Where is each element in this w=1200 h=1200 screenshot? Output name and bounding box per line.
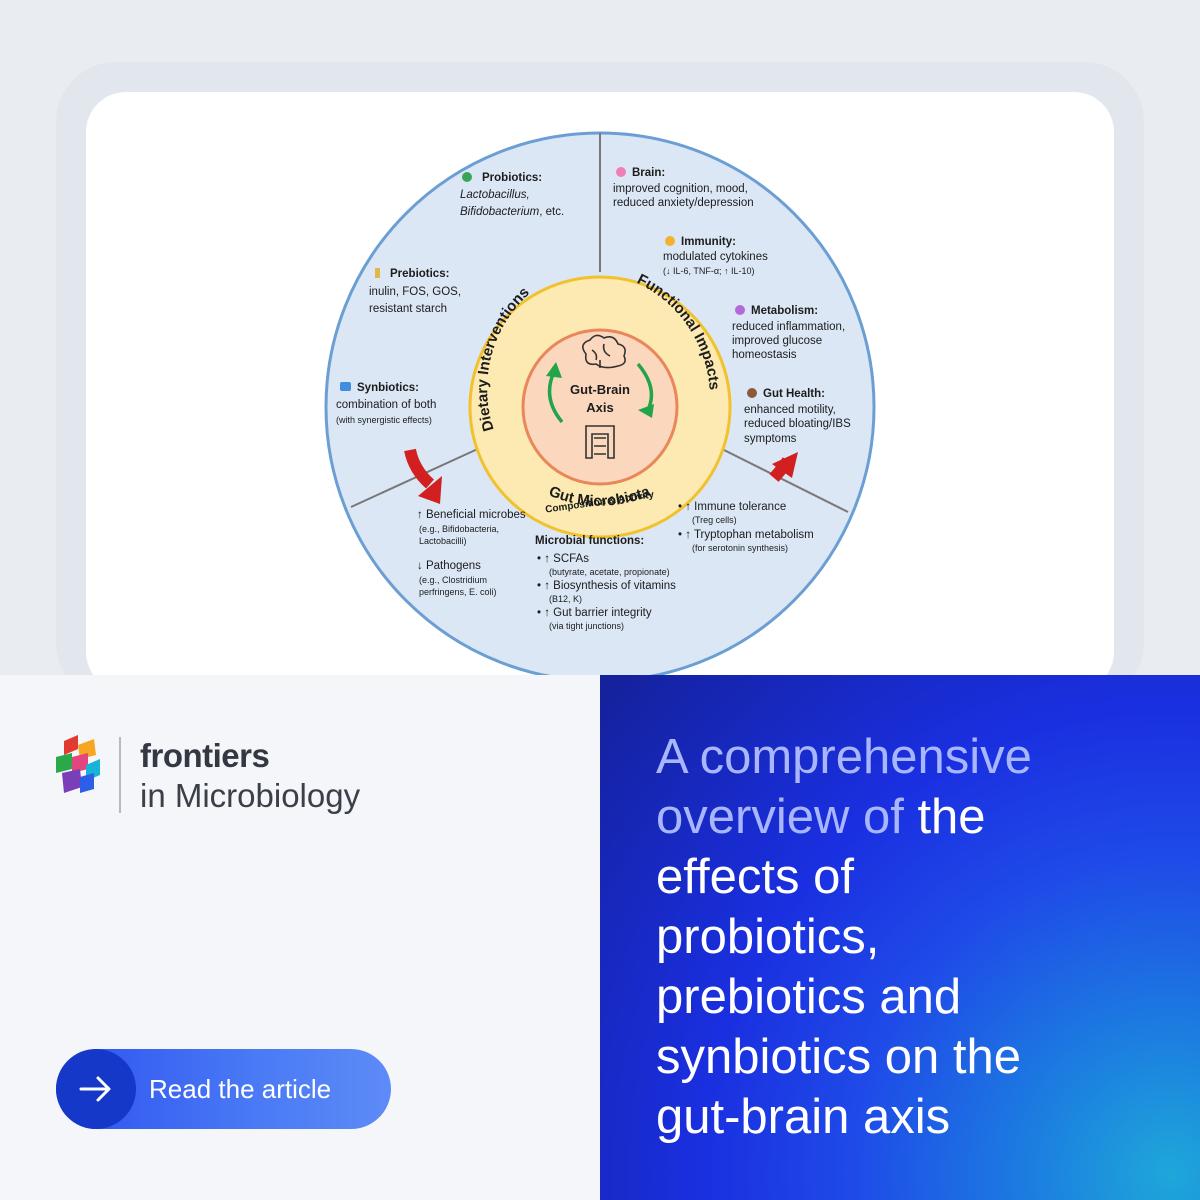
svg-text:(with synergistic effects): (with synergistic effects)	[336, 415, 432, 425]
brand-panel: frontiers in Microbiology Read the artic…	[0, 675, 600, 1200]
svg-text:• ↑ Gut barrier integrity: • ↑ Gut barrier integrity	[537, 607, 652, 619]
svg-text:• ↑ Immune tolerance: • ↑ Immune tolerance	[678, 501, 786, 513]
svg-text:(B12, K): (B12, K)	[549, 594, 582, 604]
frontiers-logo-icon	[56, 735, 100, 793]
svg-text:Synbiotics:: Synbiotics:	[357, 382, 419, 394]
svg-text:inulin, FOS, GOS,: inulin, FOS, GOS,	[369, 286, 461, 298]
probiotics-block: Probiotics: Lactobacillus, Bifidobacteri…	[460, 172, 564, 218]
microbial-functions-block: Microbial functions: • ↑ SCFAs (butyrate…	[535, 535, 676, 631]
beneficial-block: ↑ Beneficial microbes (e.g., Bifidobacte…	[417, 509, 526, 546]
svg-text:Immunity:: Immunity:	[681, 236, 736, 248]
svg-text:reduced inflammation,: reduced inflammation,	[732, 321, 845, 333]
svg-text:(↓ IL-6, TNF-α; ↑ IL-10): (↓ IL-6, TNF-α; ↑ IL-10)	[663, 266, 755, 276]
svg-text:improved glucose: improved glucose	[732, 335, 822, 347]
svg-text:Metabolism:: Metabolism:	[751, 305, 818, 317]
svg-text:• ↑ SCFAs: • ↑ SCFAs	[537, 553, 589, 565]
svg-text:(e.g., Clostridium: (e.g., Clostridium	[419, 575, 487, 585]
svg-text:Probiotics:: Probiotics:	[482, 172, 542, 184]
headline-line-4: probiotics,	[656, 910, 880, 964]
svg-text:symptoms: symptoms	[744, 433, 797, 445]
red-arrow-right-icon	[769, 452, 798, 482]
divider-right	[717, 446, 849, 513]
svg-text:Lactobacillus,: Lactobacillus,	[460, 189, 530, 201]
synbiotics-block: Synbiotics: combination of both (with sy…	[336, 382, 436, 425]
svg-text:reduced bloating/IBS: reduced bloating/IBS	[744, 418, 851, 430]
svg-text:Prebiotics:: Prebiotics:	[390, 268, 449, 280]
svg-text:homeostasis: homeostasis	[732, 349, 797, 361]
gut-health-block: Gut Health: enhanced motility, reduced b…	[744, 388, 851, 445]
headline-line-7: gut-brain axis	[656, 1090, 951, 1144]
svg-text:enhanced motility,: enhanced motility,	[744, 404, 836, 416]
arrow-right-icon	[56, 1049, 136, 1129]
logo-divider	[119, 737, 121, 813]
cycle-arrow-left-icon	[546, 362, 564, 424]
svg-text:Lactobacilli): Lactobacilli)	[419, 536, 467, 546]
brain-icon	[582, 334, 626, 369]
headline-line-5: prebiotics and	[656, 970, 962, 1024]
cycle-arrow-right-icon	[636, 362, 654, 418]
svg-text:Gut Health:: Gut Health:	[763, 388, 825, 400]
microbe-icon	[462, 172, 472, 182]
svg-text:(for serotonin synthesis): (for serotonin synthesis)	[692, 543, 788, 553]
intestine-icon	[585, 425, 615, 459]
headline-line-3: effects of	[656, 850, 854, 904]
center-circle	[521, 328, 679, 486]
svg-text:(butyrate, acetate, propionate: (butyrate, acetate, propionate)	[549, 567, 670, 577]
headline-line-1: A comprehensive	[656, 730, 1032, 784]
svg-text:combination of both: combination of both	[336, 399, 436, 411]
svg-text:• ↑ Biosynthesis of vitamins: • ↑ Biosynthesis of vitamins	[537, 580, 676, 592]
center-title-line2: Axis	[586, 400, 613, 415]
figure-card: Dietary Interventions Functional Impacts…	[86, 92, 1114, 692]
read-article-button[interactable]: Read the article	[56, 1049, 391, 1129]
svg-text:improved cognition, mood,: improved cognition, mood,	[613, 183, 748, 195]
pathogens-block: ↓ Pathogens (e.g., Clostridium perfringe…	[417, 560, 497, 597]
prebiotics-block: Prebiotics: inulin, FOS, GOS, resistant …	[369, 268, 461, 315]
svg-text:• ↑ Tryptophan metabolism: • ↑ Tryptophan metabolism	[678, 529, 814, 541]
headline-line-6: synbiotics on the	[656, 1030, 1021, 1084]
read-article-label: Read the article	[149, 1073, 332, 1104]
svg-text:Brain:: Brain:	[632, 167, 665, 179]
headline-panel: A comprehensive overview of the effects …	[600, 675, 1200, 1200]
svg-text:Microbial functions:: Microbial functions:	[535, 535, 644, 547]
headline: A comprehensive overview of the effects …	[656, 727, 1176, 1147]
svg-text:Bifidobacterium, etc.: Bifidobacterium, etc.	[460, 206, 564, 218]
gut-brain-diagram: Dietary Interventions Functional Impacts…	[324, 131, 876, 683]
immunity-block: Immunity: modulated cytokines (↓ IL-6, T…	[663, 236, 768, 276]
svg-text:↑ Beneficial microbes: ↑ Beneficial microbes	[417, 509, 526, 521]
svg-text:resistant starch: resistant starch	[369, 303, 447, 315]
svg-text:modulated cytokines: modulated cytokines	[663, 251, 768, 263]
immune-tolerance-block: • ↑ Immune tolerance (Treg cells) • ↑ Tr…	[678, 501, 814, 553]
gut-emoji-icon	[747, 388, 757, 398]
brain-block: Brain: improved cognition, mood, reduced…	[613, 167, 754, 209]
center-title-line1: Gut-Brain	[570, 382, 630, 397]
svg-text:(Treg cells): (Treg cells)	[692, 515, 737, 525]
red-arrow-left-icon	[404, 448, 442, 504]
journal-name: in Microbiology	[140, 777, 361, 814]
headline-line-2-muted: overview of	[656, 790, 904, 844]
svg-text:perfringens, E. coli): perfringens, E. coli)	[419, 587, 497, 597]
brand-name: frontiers	[140, 737, 270, 774]
svg-text:(via tight junctions): (via tight junctions)	[549, 621, 624, 631]
grain-icon	[375, 268, 380, 278]
brain-emoji-icon	[616, 167, 626, 177]
svg-text:reduced anxiety/depression: reduced anxiety/depression	[613, 197, 754, 209]
muscle-icon	[665, 236, 675, 246]
dna-icon	[735, 305, 745, 315]
svg-text:(e.g., Bifidobacteria,: (e.g., Bifidobacteria,	[419, 524, 499, 534]
headline-line-2-white: the	[903, 790, 986, 844]
metabolism-block: Metabolism: reduced inflammation, improv…	[732, 305, 845, 361]
cycle-icon	[340, 382, 351, 391]
svg-text:↓ Pathogens: ↓ Pathogens	[417, 560, 481, 572]
